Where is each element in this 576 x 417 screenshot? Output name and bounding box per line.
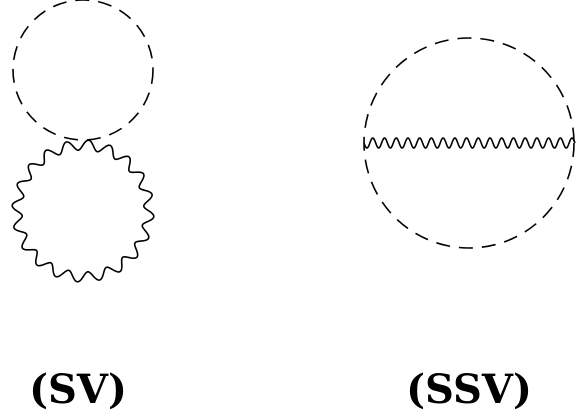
ssv-label: (SSV) [406,366,532,413]
sv-label: (SV) [29,366,127,413]
sv-vector-loop [11,139,155,283]
ssv-diagram: (SSV) [363,37,576,413]
sv-diagram: (SV) [11,0,155,413]
sv-scalar-loop [12,0,154,141]
ssv-vector-line [363,137,576,149]
